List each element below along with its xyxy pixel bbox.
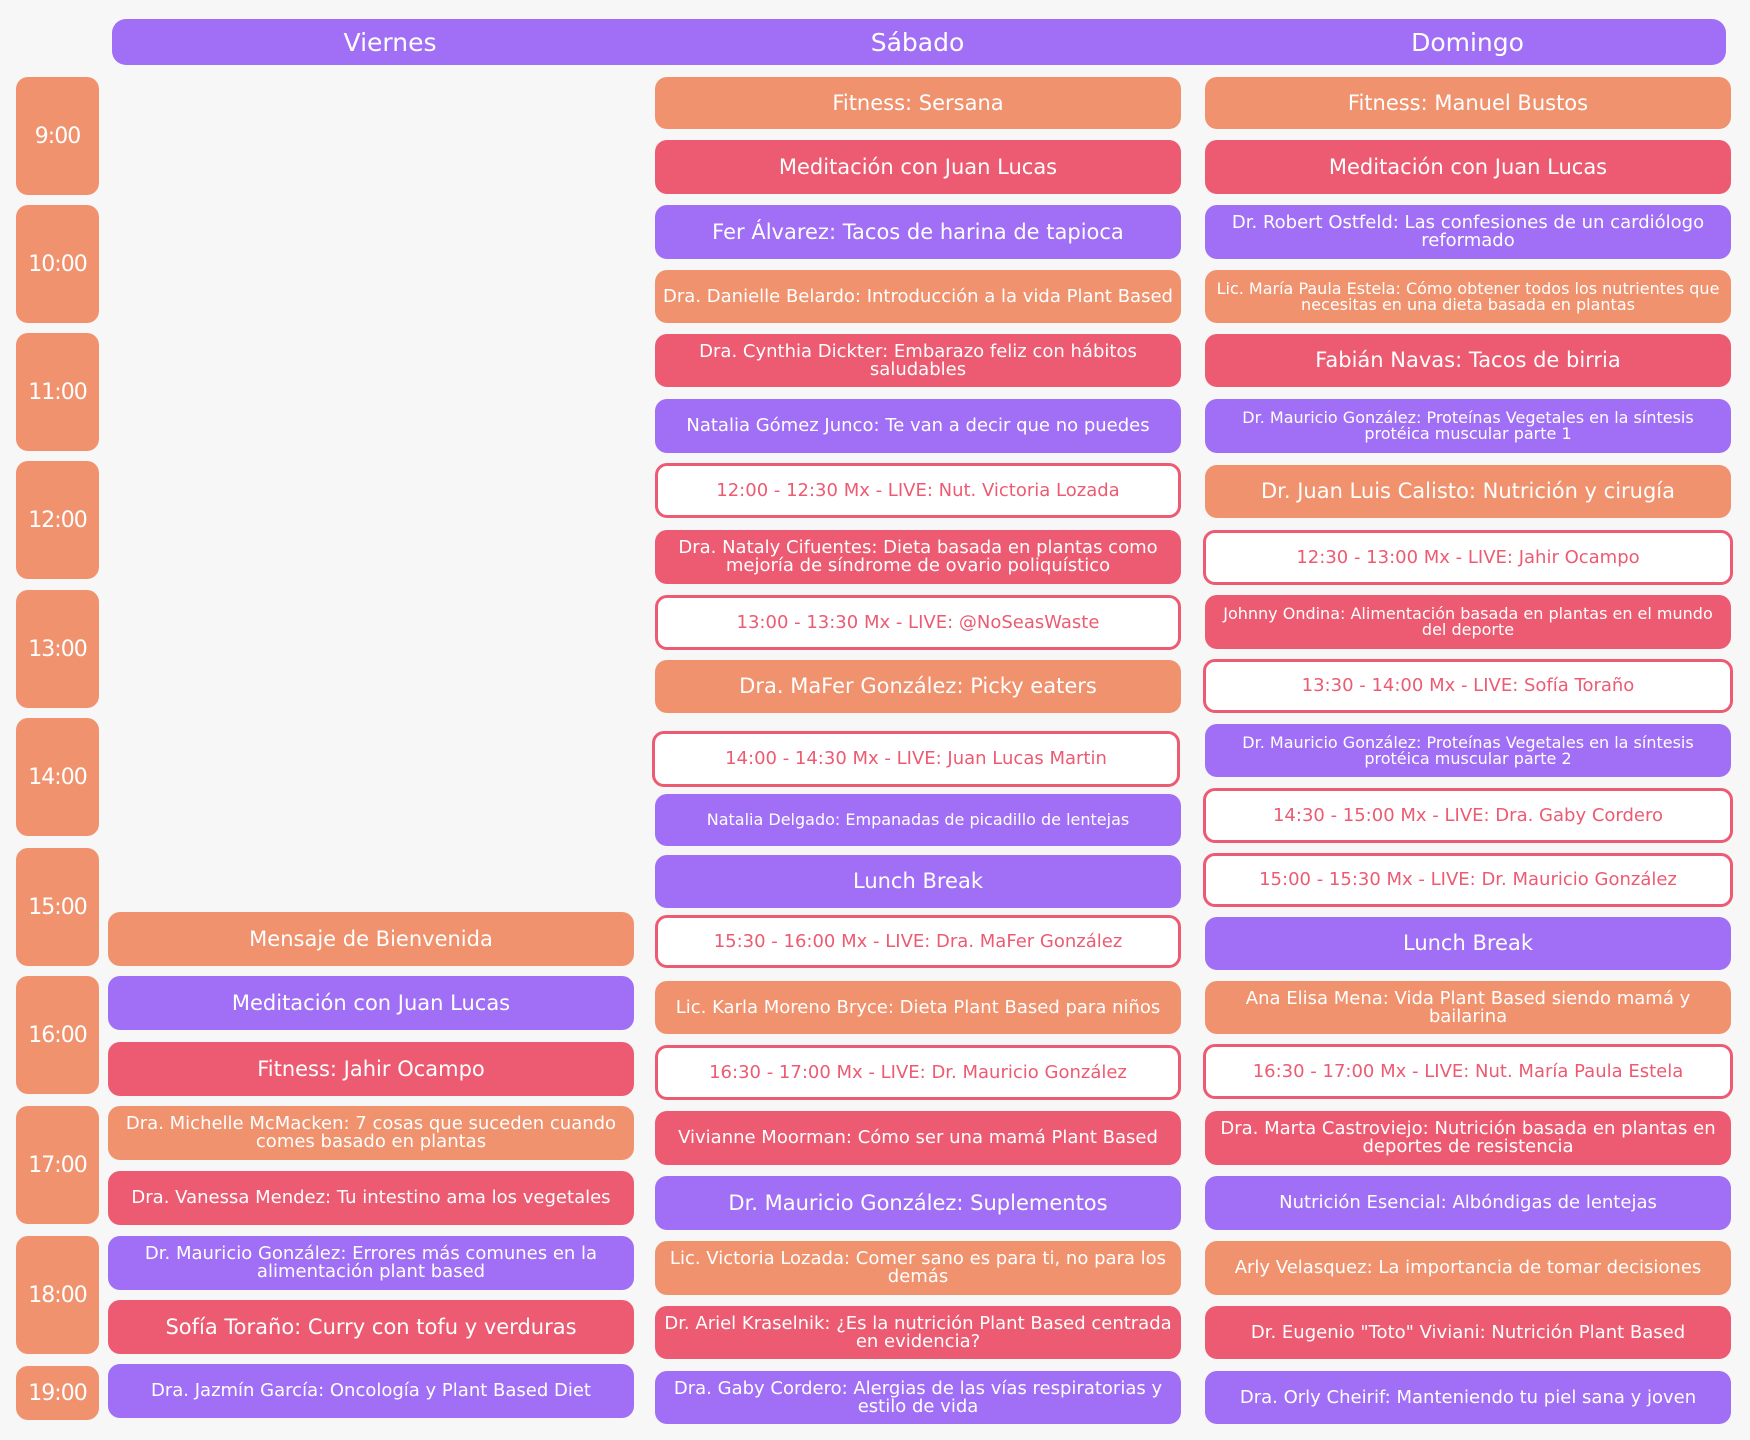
event-viernes-mendez[interactable]: Dra. Vanessa Mendez: Tu intestino ama lo… xyxy=(108,1171,634,1225)
day-domingo: Domingo xyxy=(1411,27,1524,57)
event-domingo-viviani[interactable]: Dr. Eugenio "Toto" Viviani: Nutrición Pl… xyxy=(1205,1306,1731,1359)
event-domingo-live-cordero[interactable]: 14:30 - 15:00 Mx - LIVE: Dra. Gaby Corde… xyxy=(1203,788,1733,843)
event-sabado-lozada-comer-sano[interactable]: Lic. Victoria Lozada: Comer sano es para… xyxy=(655,1241,1181,1295)
hour-17: 17:00 xyxy=(16,1106,99,1224)
hour-14: 14:00 xyxy=(16,718,99,836)
hour-15: 15:00 xyxy=(16,848,99,966)
hour-11: 11:00 xyxy=(16,333,99,451)
event-domingo-live-estela[interactable]: 16:30 - 17:00 Mx - LIVE: Nut. María Paul… xyxy=(1203,1044,1733,1099)
event-domingo-gonzalez-proteinas-2[interactable]: Dr. Mauricio González: Proteínas Vegetal… xyxy=(1205,724,1731,777)
event-domingo-live-gonzalez[interactable]: 15:00 - 15:30 Mx - LIVE: Dr. Mauricio Go… xyxy=(1203,853,1733,907)
hour-18: 18:00 xyxy=(16,1236,99,1354)
event-domingo-ondina[interactable]: Johnny Ondina: Alimentación basada en pl… xyxy=(1205,595,1731,649)
event-sabado-lunch-break[interactable]: Lunch Break xyxy=(655,855,1181,908)
event-viernes-garcia-oncologia[interactable]: Dra. Jazmín García: Oncología y Plant Ba… xyxy=(108,1364,634,1418)
event-sabado-delgado-empanadas[interactable]: Natalia Delgado: Empanadas de picadillo … xyxy=(655,794,1181,846)
event-sabado-belardo[interactable]: Dra. Danielle Belardo: Introducción a la… xyxy=(655,270,1181,323)
event-domingo-calisto[interactable]: Dr. Juan Luis Calisto: Nutrición y cirug… xyxy=(1205,465,1731,518)
day-sabado: Sábado xyxy=(870,27,965,57)
event-viernes-gonzalez-errores[interactable]: Dr. Mauricio González: Errores más comun… xyxy=(108,1236,634,1290)
event-sabado-fitness[interactable]: Fitness: Sersana xyxy=(655,77,1181,129)
event-sabado-gonzalez-suplementos[interactable]: Dr. Mauricio González: Suplementos xyxy=(655,1176,1181,1230)
hour-9: 9:00 xyxy=(16,77,99,195)
event-sabado-live-gonzalez[interactable]: 16:30 - 17:00 Mx - LIVE: Dr. Mauricio Go… xyxy=(655,1045,1181,1100)
event-viernes-fitness[interactable]: Fitness: Jahir Ocampo xyxy=(108,1042,634,1096)
event-domingo-mena[interactable]: Ana Elisa Mena: Vida Plant Based siendo … xyxy=(1205,981,1731,1034)
days-header xyxy=(112,19,1726,65)
day-viernes: Viernes xyxy=(343,27,437,57)
event-sabado-meditacion[interactable]: Meditación con Juan Lucas xyxy=(655,140,1181,194)
event-domingo-fitness[interactable]: Fitness: Manuel Bustos xyxy=(1205,77,1731,129)
event-domingo-castroviejo[interactable]: Dra. Marta Castroviejo: Nutrición basada… xyxy=(1205,1111,1731,1165)
hour-19: 19:00 xyxy=(16,1366,99,1420)
event-sabado-live-noseaswaste[interactable]: 13:00 - 13:30 Mx - LIVE: @NoSeasWaste xyxy=(655,595,1181,650)
event-sabado-moorman[interactable]: Vivianne Moorman: Cómo ser una mamá Plan… xyxy=(655,1111,1181,1165)
hour-16: 16:00 xyxy=(16,976,99,1094)
hour-12: 12:00 xyxy=(16,461,99,579)
event-sabado-dickter[interactable]: Dra. Cynthia Dickter: Embarazo feliz con… xyxy=(655,334,1181,387)
event-viernes-meditacion[interactable]: Meditación con Juan Lucas xyxy=(108,976,634,1030)
event-sabado-live-mafer[interactable]: 15:30 - 16:00 Mx - LIVE: Dra. MaFer Gonz… xyxy=(655,915,1181,968)
event-sabado-live-juan-lucas[interactable]: 14:00 - 14:30 Mx - LIVE: Juan Lucas Mart… xyxy=(652,731,1180,787)
event-domingo-velasquez[interactable]: Arly Velasquez: La importancia de tomar … xyxy=(1205,1241,1731,1295)
event-sabado-moreno-bryce[interactable]: Lic. Karla Moreno Bryce: Dieta Plant Bas… xyxy=(655,981,1181,1034)
event-domingo-cheirif[interactable]: Dra. Orly Cheirif: Manteniendo tu piel s… xyxy=(1205,1371,1731,1424)
event-domingo-live-torano[interactable]: 13:30 - 14:00 Mx - LIVE: Sofía Toraño xyxy=(1203,659,1733,713)
hour-10: 10:00 xyxy=(16,205,99,323)
event-sabado-alvarez-tacos[interactable]: Fer Álvarez: Tacos de harina de tapioca xyxy=(655,205,1181,259)
event-sabado-kraselnik[interactable]: Dr. Ariel Kraselnik: ¿Es la nutrición Pl… xyxy=(655,1306,1181,1359)
event-domingo-navas-birria[interactable]: Fabián Navas: Tacos de birria xyxy=(1205,334,1731,387)
event-domingo-meditacion[interactable]: Meditación con Juan Lucas xyxy=(1205,140,1731,194)
event-viernes-mensaje-bienvenida[interactable]: Mensaje de Bienvenida xyxy=(108,912,634,966)
event-sabado-gomez-junco[interactable]: Natalia Gómez Junco: Te van a decir que … xyxy=(655,399,1181,453)
event-sabado-live-lozada[interactable]: 12:00 - 12:30 Mx - LIVE: Nut. Victoria L… xyxy=(655,463,1181,518)
event-domingo-ostfeld[interactable]: Dr. Robert Ostfeld: Las confesiones de u… xyxy=(1205,205,1731,259)
event-viernes-torano-curry[interactable]: Sofía Toraño: Curry con tofu y verduras xyxy=(108,1300,634,1354)
event-domingo-nutricion-esencial[interactable]: Nutrición Esencial: Albóndigas de lentej… xyxy=(1205,1176,1731,1230)
event-domingo-lunch-break[interactable]: Lunch Break xyxy=(1205,917,1731,970)
event-sabado-cifuentes[interactable]: Dra. Nataly Cifuentes: Dieta basada en p… xyxy=(655,530,1181,584)
event-domingo-live-ocampo[interactable]: 12:30 - 13:00 Mx - LIVE: Jahir Ocampo xyxy=(1203,530,1733,585)
event-viernes-mcmacken[interactable]: Dra. Michelle McMacken: 7 cosas que suce… xyxy=(108,1106,634,1160)
hour-13: 13:00 xyxy=(16,590,99,708)
event-sabado-cordero-alergias[interactable]: Dra. Gaby Cordero: Alergias de las vías … xyxy=(655,1371,1181,1424)
event-domingo-gonzalez-proteinas-1[interactable]: Dr. Mauricio González: Proteínas Vegetal… xyxy=(1205,399,1731,453)
event-domingo-estela-nutrientes[interactable]: Lic. María Paula Estela: Cómo obtener to… xyxy=(1205,270,1731,323)
event-sabado-mafer-picky[interactable]: Dra. MaFer González: Picky eaters xyxy=(655,660,1181,713)
